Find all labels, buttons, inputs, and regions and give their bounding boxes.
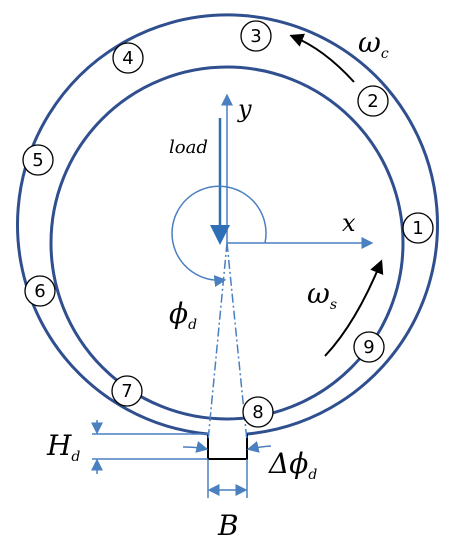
numbered-marker-8: 8 [242, 396, 274, 428]
groove-shape [207, 434, 248, 460]
numbered-marker-3: 3 [240, 20, 272, 52]
omega-s-label: ωs [307, 277, 337, 313]
y-axis-label: y [237, 95, 252, 123]
omega-c-main: ω [358, 26, 381, 59]
delta-phi-d-label: Δϕd [268, 447, 317, 483]
svg-text:3: 3 [250, 26, 261, 47]
numbered-marker-5: 5 [22, 144, 54, 176]
numbered-marker-1: 1 [402, 212, 434, 244]
phi-d-subscript: d [188, 317, 197, 333]
omega-c-label: ωc [358, 26, 389, 62]
phi-d-main: ϕ [169, 297, 188, 330]
center-left-dashdot-line [207, 242, 228, 442]
h-d-label: Hd [46, 429, 80, 465]
svg-text:4: 4 [122, 48, 133, 69]
omega-s-arrow [324, 259, 384, 357]
omega-c-subscript: c [381, 46, 389, 62]
svg-text:5: 5 [32, 150, 43, 171]
phi-d-label: ϕd [169, 297, 197, 333]
svg-text:2: 2 [367, 91, 378, 112]
numbered-marker-7: 7 [111, 375, 143, 407]
x-axis-label: x [342, 209, 356, 237]
inner-ring [49, 65, 405, 421]
h-d-subscript: d [71, 449, 80, 465]
numbered-marker-9: 9 [353, 331, 385, 363]
delta-phi-right-arrow [246, 441, 272, 453]
svg-text:8: 8 [252, 402, 263, 423]
omega-s-subscript: s [330, 297, 337, 313]
numbered-marker-4: 4 [112, 42, 144, 74]
numbered-marker-6: 6 [24, 275, 56, 307]
omega-s-main: ω [307, 277, 330, 310]
b-label: B [217, 509, 239, 542]
numbered-marker-2: 2 [357, 85, 389, 117]
svg-text:1: 1 [412, 218, 423, 239]
omega-c-arrow [289, 33, 355, 83]
delta-phi-left-arrow [182, 441, 209, 453]
delta-phi-d-main: Δϕ [268, 447, 308, 480]
svg-text:6: 6 [34, 281, 45, 302]
outer-ring [16, 13, 439, 436]
delta-phi-d-subscript: d [308, 467, 317, 483]
svg-text:9: 9 [363, 337, 374, 358]
load-label: load [169, 137, 208, 158]
svg-text:7: 7 [121, 381, 132, 402]
phi-d-angle-arc [171, 185, 267, 287]
h-d-main: H [46, 429, 72, 462]
